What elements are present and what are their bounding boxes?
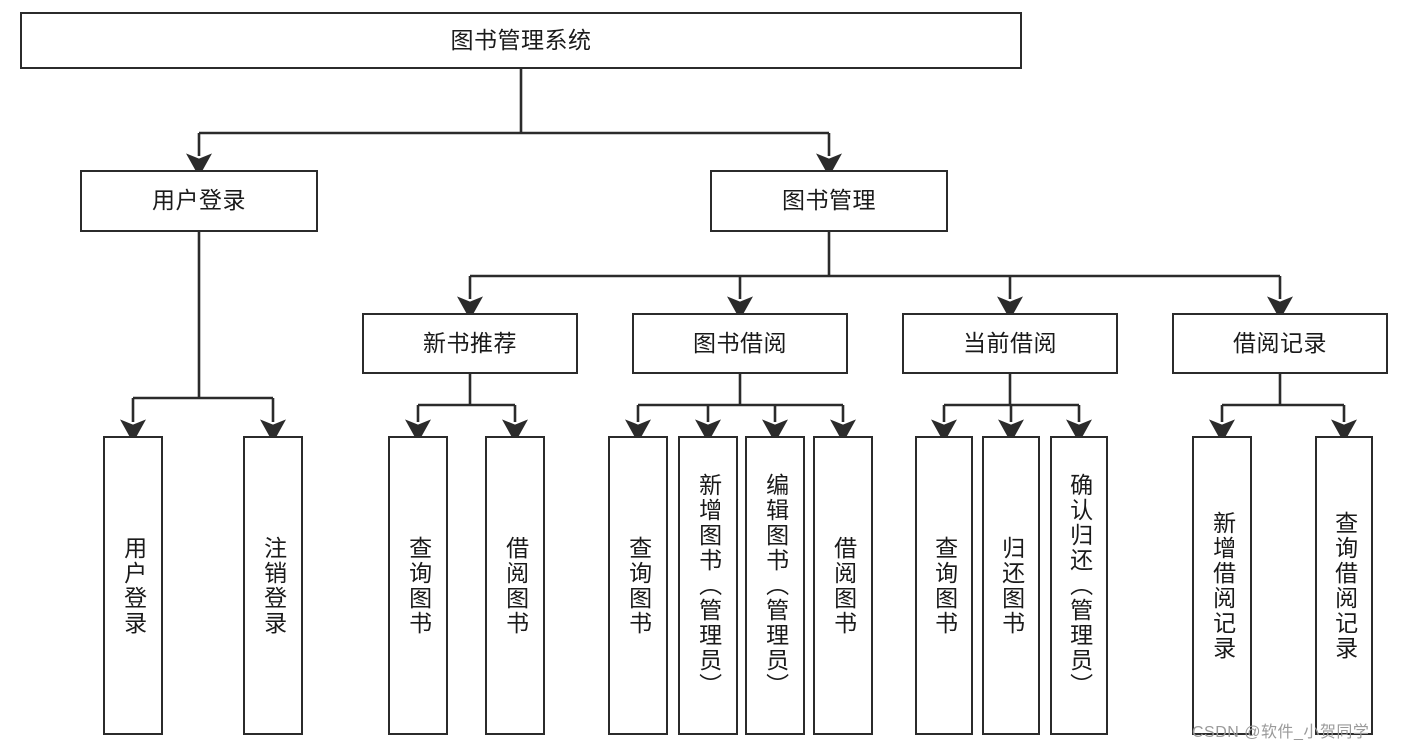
- leaf-user-logout-label: 注销登录: [260, 535, 287, 636]
- node-borrow-record-label: 借阅记录: [1233, 329, 1327, 356]
- leaf-edit-book-admin[interactable]: 编辑图书（管理员）: [745, 436, 805, 735]
- node-new-book-recommend[interactable]: 新书推荐: [362, 313, 578, 374]
- leaf-query-book-current[interactable]: 查询图书: [915, 436, 973, 735]
- leaf-user-login[interactable]: 用户登录: [103, 436, 163, 735]
- leaf-add-borrow-record-label: 新增借阅记录: [1209, 510, 1236, 661]
- node-book-manage[interactable]: 图书管理: [710, 170, 948, 232]
- leaf-query-book-borrow[interactable]: 查询图书: [608, 436, 668, 735]
- leaf-return-book[interactable]: 归还图书: [982, 436, 1040, 735]
- leaf-user-login-label: 用户登录: [120, 535, 147, 636]
- leaf-add-book-admin[interactable]: 新增图书（管理员）: [678, 436, 738, 735]
- node-book-borrow[interactable]: 图书借阅: [632, 313, 848, 374]
- leaf-borrow-book-label: 借阅图书: [830, 535, 857, 636]
- leaf-borrow-book-recommend-label: 借阅图书: [502, 535, 529, 636]
- node-book-borrow-label: 图书借阅: [693, 329, 787, 356]
- leaf-return-book-label: 归还图书: [998, 535, 1025, 636]
- leaf-borrow-book[interactable]: 借阅图书: [813, 436, 873, 735]
- leaf-confirm-return-admin[interactable]: 确认归还（管理员）: [1050, 436, 1108, 735]
- leaf-query-borrow-record-label: 查询借阅记录: [1331, 510, 1358, 661]
- node-user-login[interactable]: 用户登录: [80, 170, 318, 232]
- node-current-borrow-label: 当前借阅: [963, 329, 1057, 356]
- leaf-confirm-return-admin-label: 确认归还（管理员）: [1066, 473, 1093, 698]
- node-new-book-recommend-label: 新书推荐: [423, 329, 517, 356]
- leaf-edit-book-admin-label: 编辑图书（管理员）: [762, 473, 789, 698]
- node-root-label: 图书管理系统: [450, 26, 592, 53]
- leaf-query-book-recommend[interactable]: 查询图书: [388, 436, 448, 735]
- node-root[interactable]: 图书管理系统: [20, 12, 1022, 69]
- leaf-query-book-current-label: 查询图书: [931, 535, 958, 636]
- leaf-add-borrow-record[interactable]: 新增借阅记录: [1192, 436, 1252, 735]
- leaf-user-logout[interactable]: 注销登录: [243, 436, 303, 735]
- node-current-borrow[interactable]: 当前借阅: [902, 313, 1118, 374]
- node-book-manage-label: 图书管理: [782, 187, 876, 214]
- leaf-query-borrow-record[interactable]: 查询借阅记录: [1315, 436, 1373, 735]
- leaf-query-book-recommend-label: 查询图书: [405, 535, 432, 636]
- csdn-watermark: CSDN @软件_小贺同学: [1192, 724, 1370, 741]
- node-borrow-record[interactable]: 借阅记录: [1172, 313, 1388, 374]
- leaf-add-book-admin-label: 新增图书（管理员）: [695, 473, 722, 698]
- leaf-query-book-borrow-label: 查询图书: [625, 535, 652, 636]
- leaf-borrow-book-recommend[interactable]: 借阅图书: [485, 436, 545, 735]
- node-user-login-label: 用户登录: [152, 187, 246, 214]
